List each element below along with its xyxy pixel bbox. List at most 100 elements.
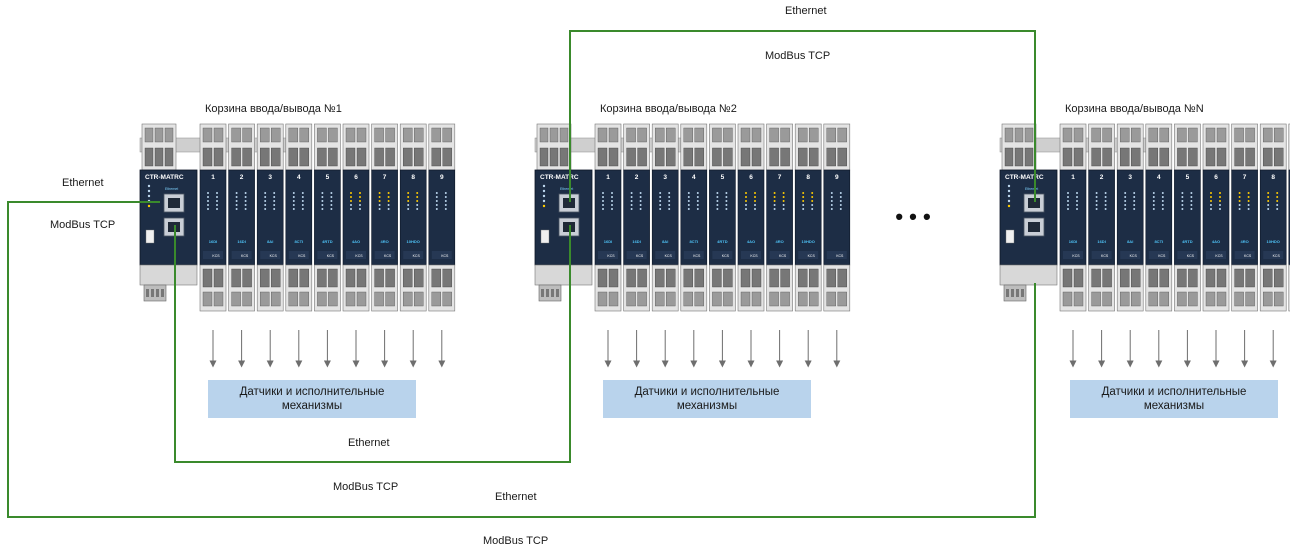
terminal-slot xyxy=(1177,268,1187,288)
terminal-slot xyxy=(1216,268,1227,288)
terminal-screw xyxy=(694,127,704,143)
terminal-screw xyxy=(1262,291,1273,307)
module-brand-strip xyxy=(317,251,338,259)
channel-led xyxy=(216,208,218,210)
module-brand: KCS xyxy=(1215,254,1223,258)
channel-led xyxy=(378,192,381,194)
terminal-screw xyxy=(809,291,819,307)
terminal-slot xyxy=(769,268,779,288)
module-type: 4RTD xyxy=(717,239,728,244)
channel-led xyxy=(1067,196,1069,198)
sd-card-slot xyxy=(1005,229,1015,244)
terminal-slot xyxy=(1245,147,1255,167)
terminal-screw xyxy=(1130,291,1141,307)
module-body xyxy=(228,169,255,266)
module-type: 16DI xyxy=(237,239,245,244)
terminal-screw xyxy=(317,127,327,143)
channel-led xyxy=(716,204,719,206)
terminal-slot xyxy=(1234,147,1244,167)
channel-led xyxy=(696,208,699,210)
status-led xyxy=(147,184,151,188)
channel-led xyxy=(244,192,247,194)
channel-led xyxy=(1238,208,1241,210)
module-body xyxy=(794,169,822,266)
terminal-slot xyxy=(288,268,298,288)
module-body xyxy=(314,169,341,266)
channel-led xyxy=(1247,204,1250,206)
channel-led xyxy=(1076,208,1078,210)
channel-led xyxy=(264,204,267,206)
terminal-screw xyxy=(666,127,676,143)
channel-led xyxy=(350,192,352,194)
channel-led xyxy=(1076,200,1078,202)
power-pin xyxy=(556,289,559,297)
terminal-slot xyxy=(1245,268,1255,288)
channel-led xyxy=(716,192,719,194)
module-body xyxy=(1116,169,1144,266)
channel-led xyxy=(1210,196,1212,198)
channel-led xyxy=(359,196,361,198)
terminal-slot xyxy=(723,147,733,167)
channel-led xyxy=(1238,200,1241,202)
terminal-screw xyxy=(769,291,779,307)
channel-led xyxy=(602,196,604,198)
module-number: 7 xyxy=(383,174,387,181)
ethernet-port-2-socket xyxy=(1028,222,1040,232)
terminal-screw xyxy=(837,127,847,143)
module-brand-strip xyxy=(598,251,618,259)
channel-led xyxy=(745,192,747,194)
terminal-slot xyxy=(626,147,636,167)
terminal-slot xyxy=(1102,268,1112,288)
channel-led xyxy=(216,200,218,202)
terminal-slot xyxy=(723,268,733,288)
module-brand: KCS xyxy=(384,254,392,258)
channel-led xyxy=(611,208,613,210)
controller-sublabel: Ethernet xyxy=(165,187,178,191)
terminal-screw xyxy=(403,291,413,307)
terminal-screw xyxy=(144,127,154,143)
terminal-screw xyxy=(740,291,751,307)
channel-led xyxy=(378,200,381,202)
channel-led xyxy=(387,196,390,198)
module-brand: KCS xyxy=(212,254,220,258)
terminal-slot xyxy=(385,268,395,288)
module-brand-strip xyxy=(1263,251,1284,259)
terminal-screw xyxy=(271,291,281,307)
channel-led xyxy=(687,192,690,194)
terminal-screw xyxy=(723,291,733,307)
channel-led xyxy=(416,196,419,198)
ethernet-label-top: Ethernet xyxy=(785,5,827,17)
channel-led xyxy=(301,200,304,202)
module-type: 8CTI xyxy=(1154,239,1163,244)
terminal-screw xyxy=(1073,127,1084,143)
channel-led xyxy=(1276,204,1279,206)
channel-led xyxy=(416,208,419,210)
channel-led xyxy=(387,204,390,206)
module-brand: KCS xyxy=(1158,254,1166,258)
channel-led xyxy=(1067,208,1069,210)
module-brand: KCS xyxy=(750,254,758,258)
terminal-screw xyxy=(666,291,676,307)
channel-led xyxy=(1124,200,1127,202)
terminal-screw xyxy=(1014,127,1024,143)
module-type: 10HDO xyxy=(802,239,815,244)
channel-led xyxy=(687,204,690,206)
terminal-screw xyxy=(1177,127,1187,143)
terminal-screw xyxy=(1245,291,1255,307)
channel-led xyxy=(350,208,352,210)
channel-led xyxy=(1104,208,1107,210)
terminal-slot xyxy=(769,147,779,167)
terminal-slot xyxy=(655,147,665,167)
terminal-slot xyxy=(809,147,819,167)
channel-led xyxy=(301,192,304,194)
module-type: 16DI xyxy=(1069,239,1077,244)
channel-led xyxy=(387,200,390,202)
terminal-screw xyxy=(317,291,327,307)
module-body xyxy=(823,169,851,266)
channel-led xyxy=(602,192,604,194)
terminal-screw xyxy=(328,127,338,143)
terminal-slot xyxy=(837,268,847,288)
channel-led xyxy=(725,196,728,198)
